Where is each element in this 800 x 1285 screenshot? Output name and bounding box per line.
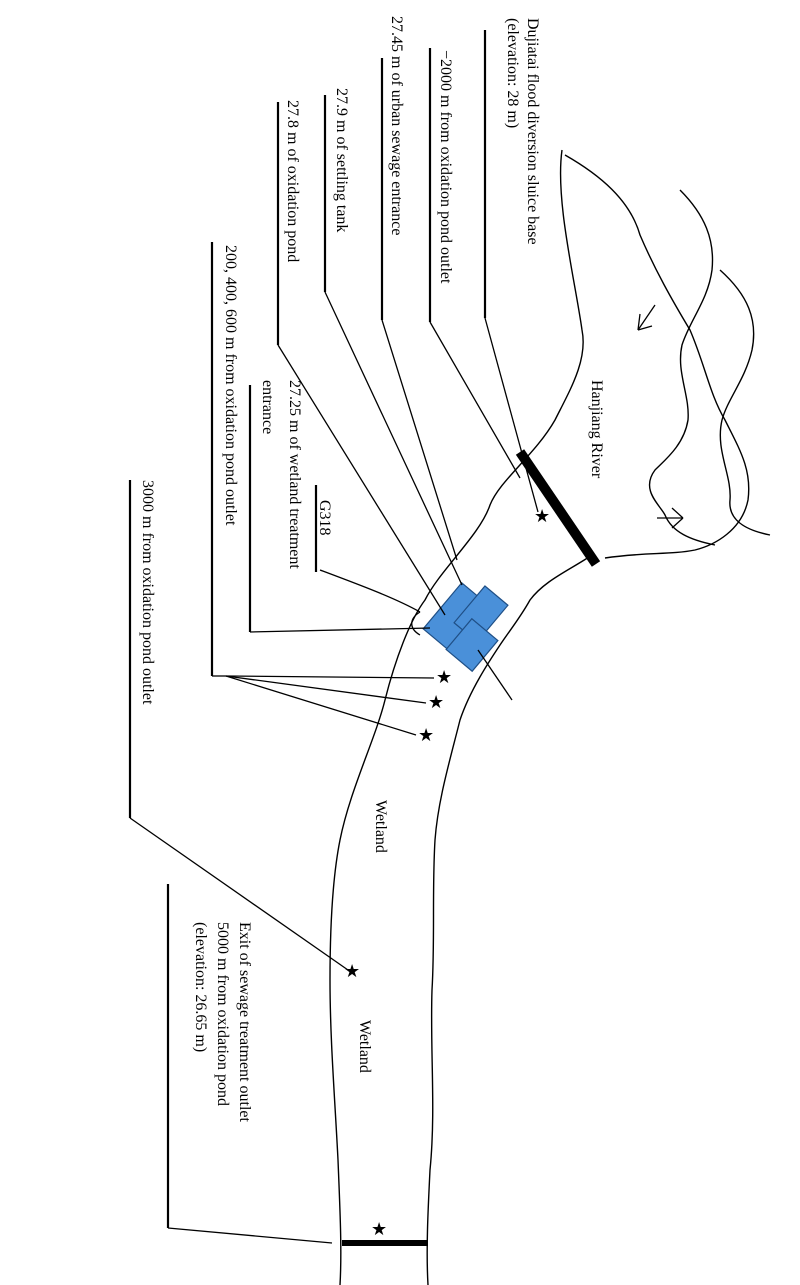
- river-banks: [564, 154, 771, 559]
- urban-sewage-label: 27.45 m of urban sewage entrance: [388, 16, 405, 235]
- arrow-icon: [657, 507, 684, 529]
- river-bank-inner: [719, 269, 771, 536]
- star-icon: ★: [534, 506, 550, 527]
- oxidation-pond-group: [422, 581, 513, 701]
- wetland-banks: [329, 149, 593, 1285]
- star-icon: ★: [371, 1219, 387, 1240]
- wetland-bank-right: [426, 554, 593, 1285]
- g318-road: [319, 569, 421, 613]
- river-bank-outer: [564, 154, 750, 559]
- arrow-icon: [637, 304, 656, 331]
- wetland-label-2: Wetland: [356, 1020, 373, 1073]
- flow-arrows: [637, 304, 684, 529]
- distance-3000-label: 3000 m from oxidation pond outlet: [139, 480, 156, 705]
- label-bars: [128, 30, 487, 1228]
- wetland-entrance-label: 27.25 m of wetland treatment: [286, 380, 303, 569]
- exit-label-2: 5000 m from oxidation pond: [214, 922, 231, 1106]
- oxidation-pond-label: 27.8 m of oxidation pond: [284, 100, 301, 262]
- distances-label: 200, 400, 600 m from oxidation pond outl…: [222, 245, 239, 526]
- leader-lines: [129, 291, 539, 1244]
- wetland-entrance-label-2: entrance: [259, 380, 276, 434]
- flood-diversion-sluice: [515, 449, 601, 567]
- wetland-label-1: Wetland: [372, 800, 389, 853]
- exit-label-3: (elevation: 26.65 m): [192, 922, 209, 1052]
- river-label: Hanjiang River: [588, 380, 605, 479]
- river-bank-middle: [648, 189, 716, 546]
- sluice-elevation-label: (elevation: 28 m): [504, 18, 521, 128]
- pond-outflow-line: [477, 649, 513, 701]
- sluice-base-label: Dujiatai flood diversion sluice base: [524, 18, 541, 245]
- g318-label: G318: [316, 500, 333, 536]
- star-icon: ★: [418, 725, 434, 746]
- star-icon: ★: [436, 667, 452, 688]
- star-icon: ★: [428, 692, 444, 713]
- wetland-bank-left: [329, 149, 584, 1285]
- settling-tank-label: 27.9 m of settling tank: [333, 88, 350, 232]
- star-icon: ★: [344, 961, 360, 982]
- pond-outlet-minus-label: −2000 m from oxidation pond outlet: [437, 50, 454, 284]
- g318-road-curve: [411, 611, 421, 636]
- wetland-treatment-cell: [445, 617, 499, 673]
- labels: Dujiatai flood diversion sluice base (el…: [139, 16, 605, 1122]
- exit-label-1: Exit of sewage treatment outlet: [236, 922, 253, 1122]
